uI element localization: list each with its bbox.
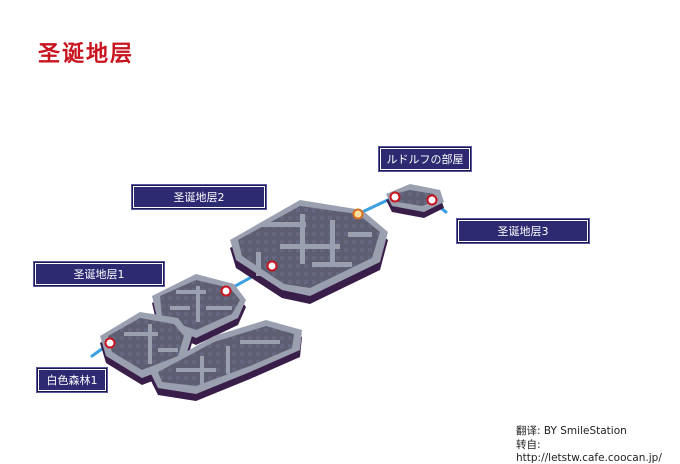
map-block-layer2 xyxy=(230,200,388,304)
door-marker-rudolf-left xyxy=(389,191,401,203)
label-rudolf-room: ルドルフの部屋 xyxy=(379,147,471,171)
door-marker-layer2-upper xyxy=(352,208,364,220)
dungeon-map xyxy=(90,184,448,401)
label-white-forest-1: 白色森林1 xyxy=(37,368,107,392)
page-title: 圣诞地层 xyxy=(38,41,135,67)
door-markers xyxy=(104,191,438,349)
map-block-layer1-right xyxy=(150,320,302,401)
label-christmas-layer-1: 圣诞地层1 xyxy=(34,262,164,286)
door-marker-white-forest xyxy=(104,337,116,349)
door-marker-rudolf-right xyxy=(426,194,438,206)
label-christmas-layer-2: 圣诞地层2 xyxy=(132,185,266,209)
label-christmas-layer-3: 圣诞地层3 xyxy=(457,219,589,243)
door-marker-layer2-lower xyxy=(266,260,278,272)
door-marker-layer1-upper xyxy=(220,285,232,297)
map-block-layer1-lower xyxy=(100,312,192,385)
credit-source: 转自: http://letstw.cafe.coocan.jp/ xyxy=(516,439,662,464)
credit-translation: 翻译: BY SmileStation xyxy=(516,425,627,437)
